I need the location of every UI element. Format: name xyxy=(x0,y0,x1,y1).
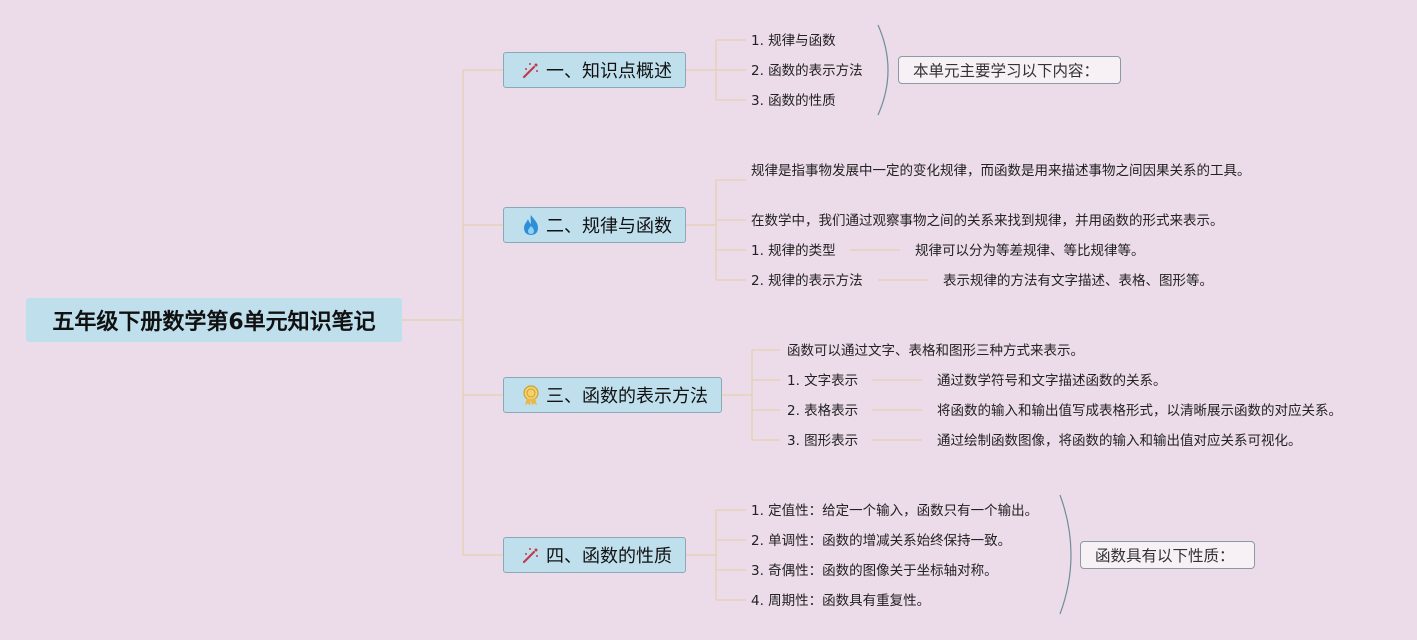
topic2-item-2: 在数学中，我们通过观察事物之间的关系来找到规律，并用函数的形式来表示。 xyxy=(751,213,1224,229)
summary-text: 本单元主要学习以下内容： xyxy=(913,62,1100,80)
topic3-detail-lines xyxy=(872,379,922,441)
award-medal-icon xyxy=(520,384,542,406)
summary-box-1[interactable]: 本单元主要学习以下内容： xyxy=(898,56,1121,84)
topic2-detail-1: 规律可以分为等差规律、等比规律等。 xyxy=(915,243,1145,259)
magic-wand-icon xyxy=(520,59,542,81)
topic3-item-4: 3. 图形表示 xyxy=(787,433,859,449)
topic-label: 三、函数的表示方法 xyxy=(546,386,708,407)
root-node[interactable]: 五年级下册数学第6单元知识笔记 xyxy=(26,298,402,342)
topic1-item-3: 3. 函数的性质 xyxy=(751,93,836,109)
topic-overview[interactable]: 一、知识点概述 xyxy=(503,52,686,88)
topic-function-representation[interactable]: 三、函数的表示方法 xyxy=(503,377,722,413)
topic-label: 四、函数的性质 xyxy=(546,546,672,567)
summary-text: 函数具有以下性质： xyxy=(1095,547,1235,565)
topic3-detail-3: 通过绘制函数图像，将函数的输入和输出值对应关系可视化。 xyxy=(937,433,1302,449)
topic2-branch xyxy=(686,179,746,281)
topic-label: 一、知识点概述 xyxy=(546,61,672,82)
topic1-item-1: 1. 规律与函数 xyxy=(751,33,836,49)
topic3-item-2: 1. 文字表示 xyxy=(787,373,859,389)
summary-bracket-4 xyxy=(1059,494,1072,615)
root-title: 五年级下册数学第6单元知识笔记 xyxy=(52,310,376,335)
topic4-item-2: 2. 单调性：函数的增减关系始终保持一致。 xyxy=(751,533,1012,549)
summary-box-4[interactable]: 函数具有以下性质： xyxy=(1080,541,1255,569)
topic-function-properties[interactable]: 四、函数的性质 xyxy=(503,537,686,573)
topic-patterns-functions[interactable]: 二、规律与函数 xyxy=(503,207,686,243)
flame-icon xyxy=(520,214,542,236)
topic-label: 二、规律与函数 xyxy=(546,216,672,237)
topic2-detail-lines xyxy=(850,249,928,281)
magic-wand-icon xyxy=(520,544,542,566)
topic1-branch xyxy=(686,39,746,101)
topic2-item-4: 2. 规律的表示方法 xyxy=(751,273,863,289)
topic4-item-1: 1. 定值性：给定一个输入，函数只有一个输出。 xyxy=(751,503,1039,519)
topic3-detail-1: 通过数学符号和文字描述函数的关系。 xyxy=(937,373,1167,389)
topic4-item-3: 3. 奇偶性：函数的图像关于坐标轴对称。 xyxy=(751,563,998,579)
topic4-branch xyxy=(686,509,746,601)
topic3-branch xyxy=(722,349,780,441)
topic3-detail-2: 将函数的输入和输出值写成表格形式，以清晰展示函数的对应关系。 xyxy=(937,403,1342,419)
topic1-item-2: 2. 函数的表示方法 xyxy=(751,63,863,79)
topic3-item-3: 2. 表格表示 xyxy=(787,403,859,419)
summary-bracket-1 xyxy=(877,24,889,116)
topic2-item-1: 规律是指事物发展中一定的变化规律，而函数是用来描述事物之间因果关系的工具。 xyxy=(751,163,1251,179)
topic2-detail-2: 表示规律的方法有文字描述、表格、图形等。 xyxy=(943,273,1213,289)
topic3-item-1: 函数可以通过文字、表格和图形三种方式来表示。 xyxy=(787,343,1084,359)
topic2-item-3: 1. 规律的类型 xyxy=(751,243,836,259)
topic4-item-4: 4. 周期性：函数具有重复性。 xyxy=(751,593,931,609)
